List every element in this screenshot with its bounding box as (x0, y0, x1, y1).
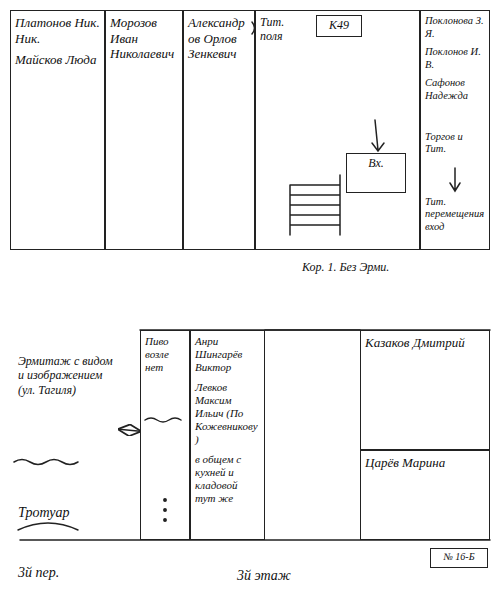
room-label: Казаков Дмитрий (365, 335, 485, 351)
room-note: Тит. перемещения вход (425, 196, 485, 234)
room-label: Платонов Ник. Ник. (15, 15, 100, 46)
room-label: Царёв Марина (365, 455, 485, 471)
room-note: Торгов и Тит. (425, 131, 485, 156)
pointer-arrow (450, 168, 460, 191)
room-label: К49 (319, 18, 359, 32)
room-note: Майсков Люда (15, 52, 100, 68)
place-label: Тротуар (16, 505, 71, 522)
room-label: Вх. (349, 156, 403, 170)
room-block: Казаков Дмитрий (360, 330, 490, 450)
room-strip: Поклонова З. Я. Поклонов И. В. Сафонов Над… (420, 10, 490, 250)
place-label: 3й этаж (235, 568, 293, 585)
wavy-mark (14, 460, 78, 465)
dot (164, 509, 166, 511)
house-number-box: № 16-Б (430, 548, 488, 568)
room-label: Анри Шингарёв Виктор (195, 335, 260, 375)
room-strip: Александров Орлов Зенкевич (183, 10, 255, 250)
wall-line (265, 329, 360, 331)
room-label: Пиво возле нет (145, 335, 185, 375)
room-note: Поклонов И. В. (425, 46, 485, 71)
room-block: Царёв Марина (360, 450, 490, 540)
room-strip: Платонов Ник. Ник. Майсков Люда (10, 10, 105, 250)
narrow-strip: Пиво возле нет (140, 330, 190, 540)
room-note: в общем с кухней и кладовой тут же (195, 453, 260, 506)
room-strip: Анри Шингарёв ВикторЛевков Максим Ильич … (190, 330, 265, 540)
wavy-mark (145, 418, 181, 422)
room-note: Левков Максим Ильич (По Кожевникову) (195, 381, 260, 447)
entry-arrow (372, 120, 384, 151)
room-label: Поклонова З. Я. (425, 15, 485, 40)
stairs (290, 175, 340, 235)
room-note: Сафонов Надежда (425, 77, 485, 102)
area-note: Эрмитаж с видом и изображением (ул. Таги… (14, 350, 119, 450)
dot (164, 499, 166, 501)
double-arrow (119, 429, 140, 431)
room-label: Морозов Иван Николаевич (110, 15, 178, 62)
entrance-box: Вх. (346, 153, 406, 193)
room-label: № 16-Б (433, 551, 485, 563)
room-label: Эрмитаж с видом и изображением (ул. Таги… (18, 354, 115, 397)
dot (164, 519, 166, 521)
place-label: 3й пер. (16, 565, 61, 582)
room-strip: Морозов Иван Николаевич (105, 10, 183, 250)
room-label: Александров Орлов Зенкевич (188, 15, 250, 62)
plan-caption: Кор. 1. Без Эрми. (300, 260, 391, 274)
room-label: Тит. поля (260, 15, 309, 44)
room-number-box: К49 (316, 15, 362, 37)
sidewalk-curve (18, 523, 78, 530)
stair-hall: Тит. поля К49Вх. (255, 10, 420, 250)
